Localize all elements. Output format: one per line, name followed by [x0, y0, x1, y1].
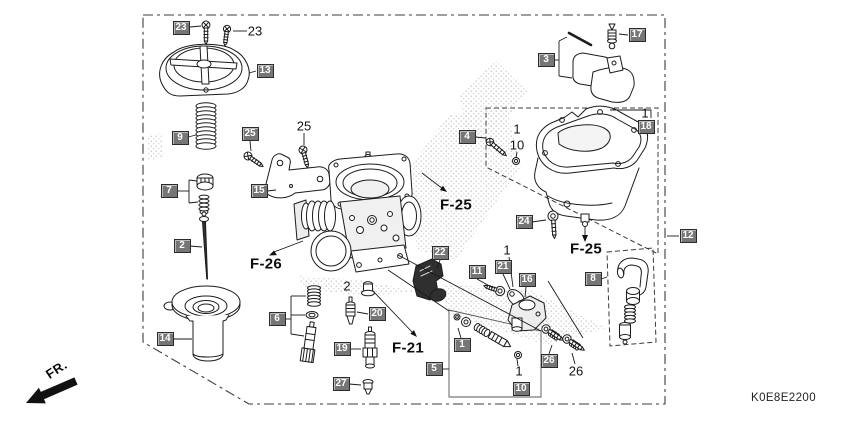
- part-badge-21[interactable]: 21: [494, 260, 512, 274]
- spring-coil: [307, 285, 321, 307]
- part-badge-25[interactable]: 25: [241, 127, 259, 141]
- reference-arrows: [26, 185, 588, 404]
- figure-ref-F-25[interactable]: F-25: [439, 196, 473, 214]
- part-badge-22[interactable]: 22: [431, 246, 449, 260]
- part-label-10: 10: [509, 137, 525, 153]
- part-badge-10[interactable]: 10: [512, 382, 530, 396]
- part-jet-needle-drawing: [199, 211, 209, 280]
- fr-direction-arrow: [26, 377, 78, 404]
- part-needle-set-drawing: [453, 313, 522, 359]
- part-valve-body-drawing: [507, 295, 547, 332]
- part-pipe-drawing: [616, 257, 649, 345]
- spring-coil: [624, 304, 636, 324]
- part-badge-16[interactable]: 16: [518, 273, 536, 287]
- part-badge-3[interactable]: 3: [537, 53, 555, 67]
- part-label-2: 2: [343, 278, 351, 294]
- part-label-1: 1: [513, 121, 521, 137]
- figure-ref-F-25[interactable]: F-25: [569, 240, 603, 258]
- figure-ref-F-26[interactable]: F-26: [249, 255, 283, 273]
- part-label-23: 23: [247, 23, 263, 39]
- part-badge-23[interactable]: 23: [172, 21, 190, 35]
- group-box-8: [606, 247, 657, 347]
- part-main-jet-drawing: [362, 326, 378, 369]
- part-badge-7[interactable]: 7: [160, 184, 178, 198]
- part-needle-jet-set-drawing: [299, 311, 319, 364]
- part-badge-24[interactable]: 24: [515, 215, 533, 229]
- screw-glyph: [547, 210, 559, 239]
- diagram-border: [142, 14, 666, 405]
- part-float-bowl-drawing: [512, 105, 649, 227]
- part-label-1: 1: [515, 363, 523, 379]
- part-label-26: 26: [568, 363, 584, 379]
- part-bracket-drawing: [263, 153, 331, 199]
- spring-coil: [473, 322, 491, 338]
- part-label-1: 1: [641, 105, 649, 121]
- part-badge-18[interactable]: 18: [637, 120, 655, 134]
- part-slow-jet-drawing: [345, 296, 356, 325]
- part-float-drawing: [567, 31, 635, 103]
- part-badge-20[interactable]: 20: [368, 307, 386, 321]
- part-badge-1[interactable]: 1: [453, 338, 471, 352]
- screw-glyph: [243, 151, 264, 168]
- part-badge-8[interactable]: 8: [584, 272, 602, 286]
- arrow-f21: [410, 330, 417, 337]
- part-vacuum-cover-drawing: [159, 43, 250, 97]
- part-badge-15[interactable]: 15: [250, 184, 268, 198]
- part-badge-19[interactable]: 19: [333, 342, 351, 356]
- part-badge-13[interactable]: 13: [256, 64, 274, 78]
- part-badge-11[interactable]: 11: [468, 265, 486, 279]
- part-label-25: 25: [296, 118, 312, 134]
- part-badge-4[interactable]: 4: [458, 130, 476, 144]
- screw-glyph: [201, 20, 211, 45]
- part-plug-screw-drawing: [362, 379, 374, 395]
- part-badge-5[interactable]: 5: [425, 362, 443, 376]
- part-label-1: 1: [503, 242, 511, 258]
- spring-coil: [198, 194, 210, 212]
- part-badge-6[interactable]: 6: [268, 312, 286, 326]
- figure-ref-F-21[interactable]: F-21: [391, 339, 425, 357]
- part-badge-9[interactable]: 9: [171, 131, 189, 145]
- screw-glyph: [222, 24, 232, 47]
- part-badge-17[interactable]: 17: [628, 28, 646, 42]
- part-badge-27[interactable]: 27: [332, 377, 350, 391]
- screws: [201, 20, 585, 351]
- arrow-f25-lower: [582, 235, 588, 242]
- screw-glyph: [485, 137, 507, 157]
- part-float-valve-drawing: [607, 23, 617, 50]
- springs: [195, 102, 636, 351]
- part-badge-26[interactable]: 26: [540, 354, 558, 368]
- screw-glyph: [298, 145, 310, 169]
- screw-glyph: [562, 334, 585, 351]
- part-badge-12[interactable]: 12: [679, 229, 697, 243]
- spring-coil: [195, 102, 217, 150]
- part-badge-14[interactable]: 14: [156, 332, 174, 346]
- arrow-f25-upper: [439, 185, 447, 192]
- part-badge-2[interactable]: 2: [173, 239, 191, 253]
- arrow-f26: [269, 250, 277, 256]
- part-diaphragm-piston-drawing: [163, 285, 241, 362]
- part-cap-drawing: [361, 281, 375, 297]
- part-code: K0E8E2200: [751, 392, 816, 404]
- part-carburetor-body-drawing: [293, 151, 422, 273]
